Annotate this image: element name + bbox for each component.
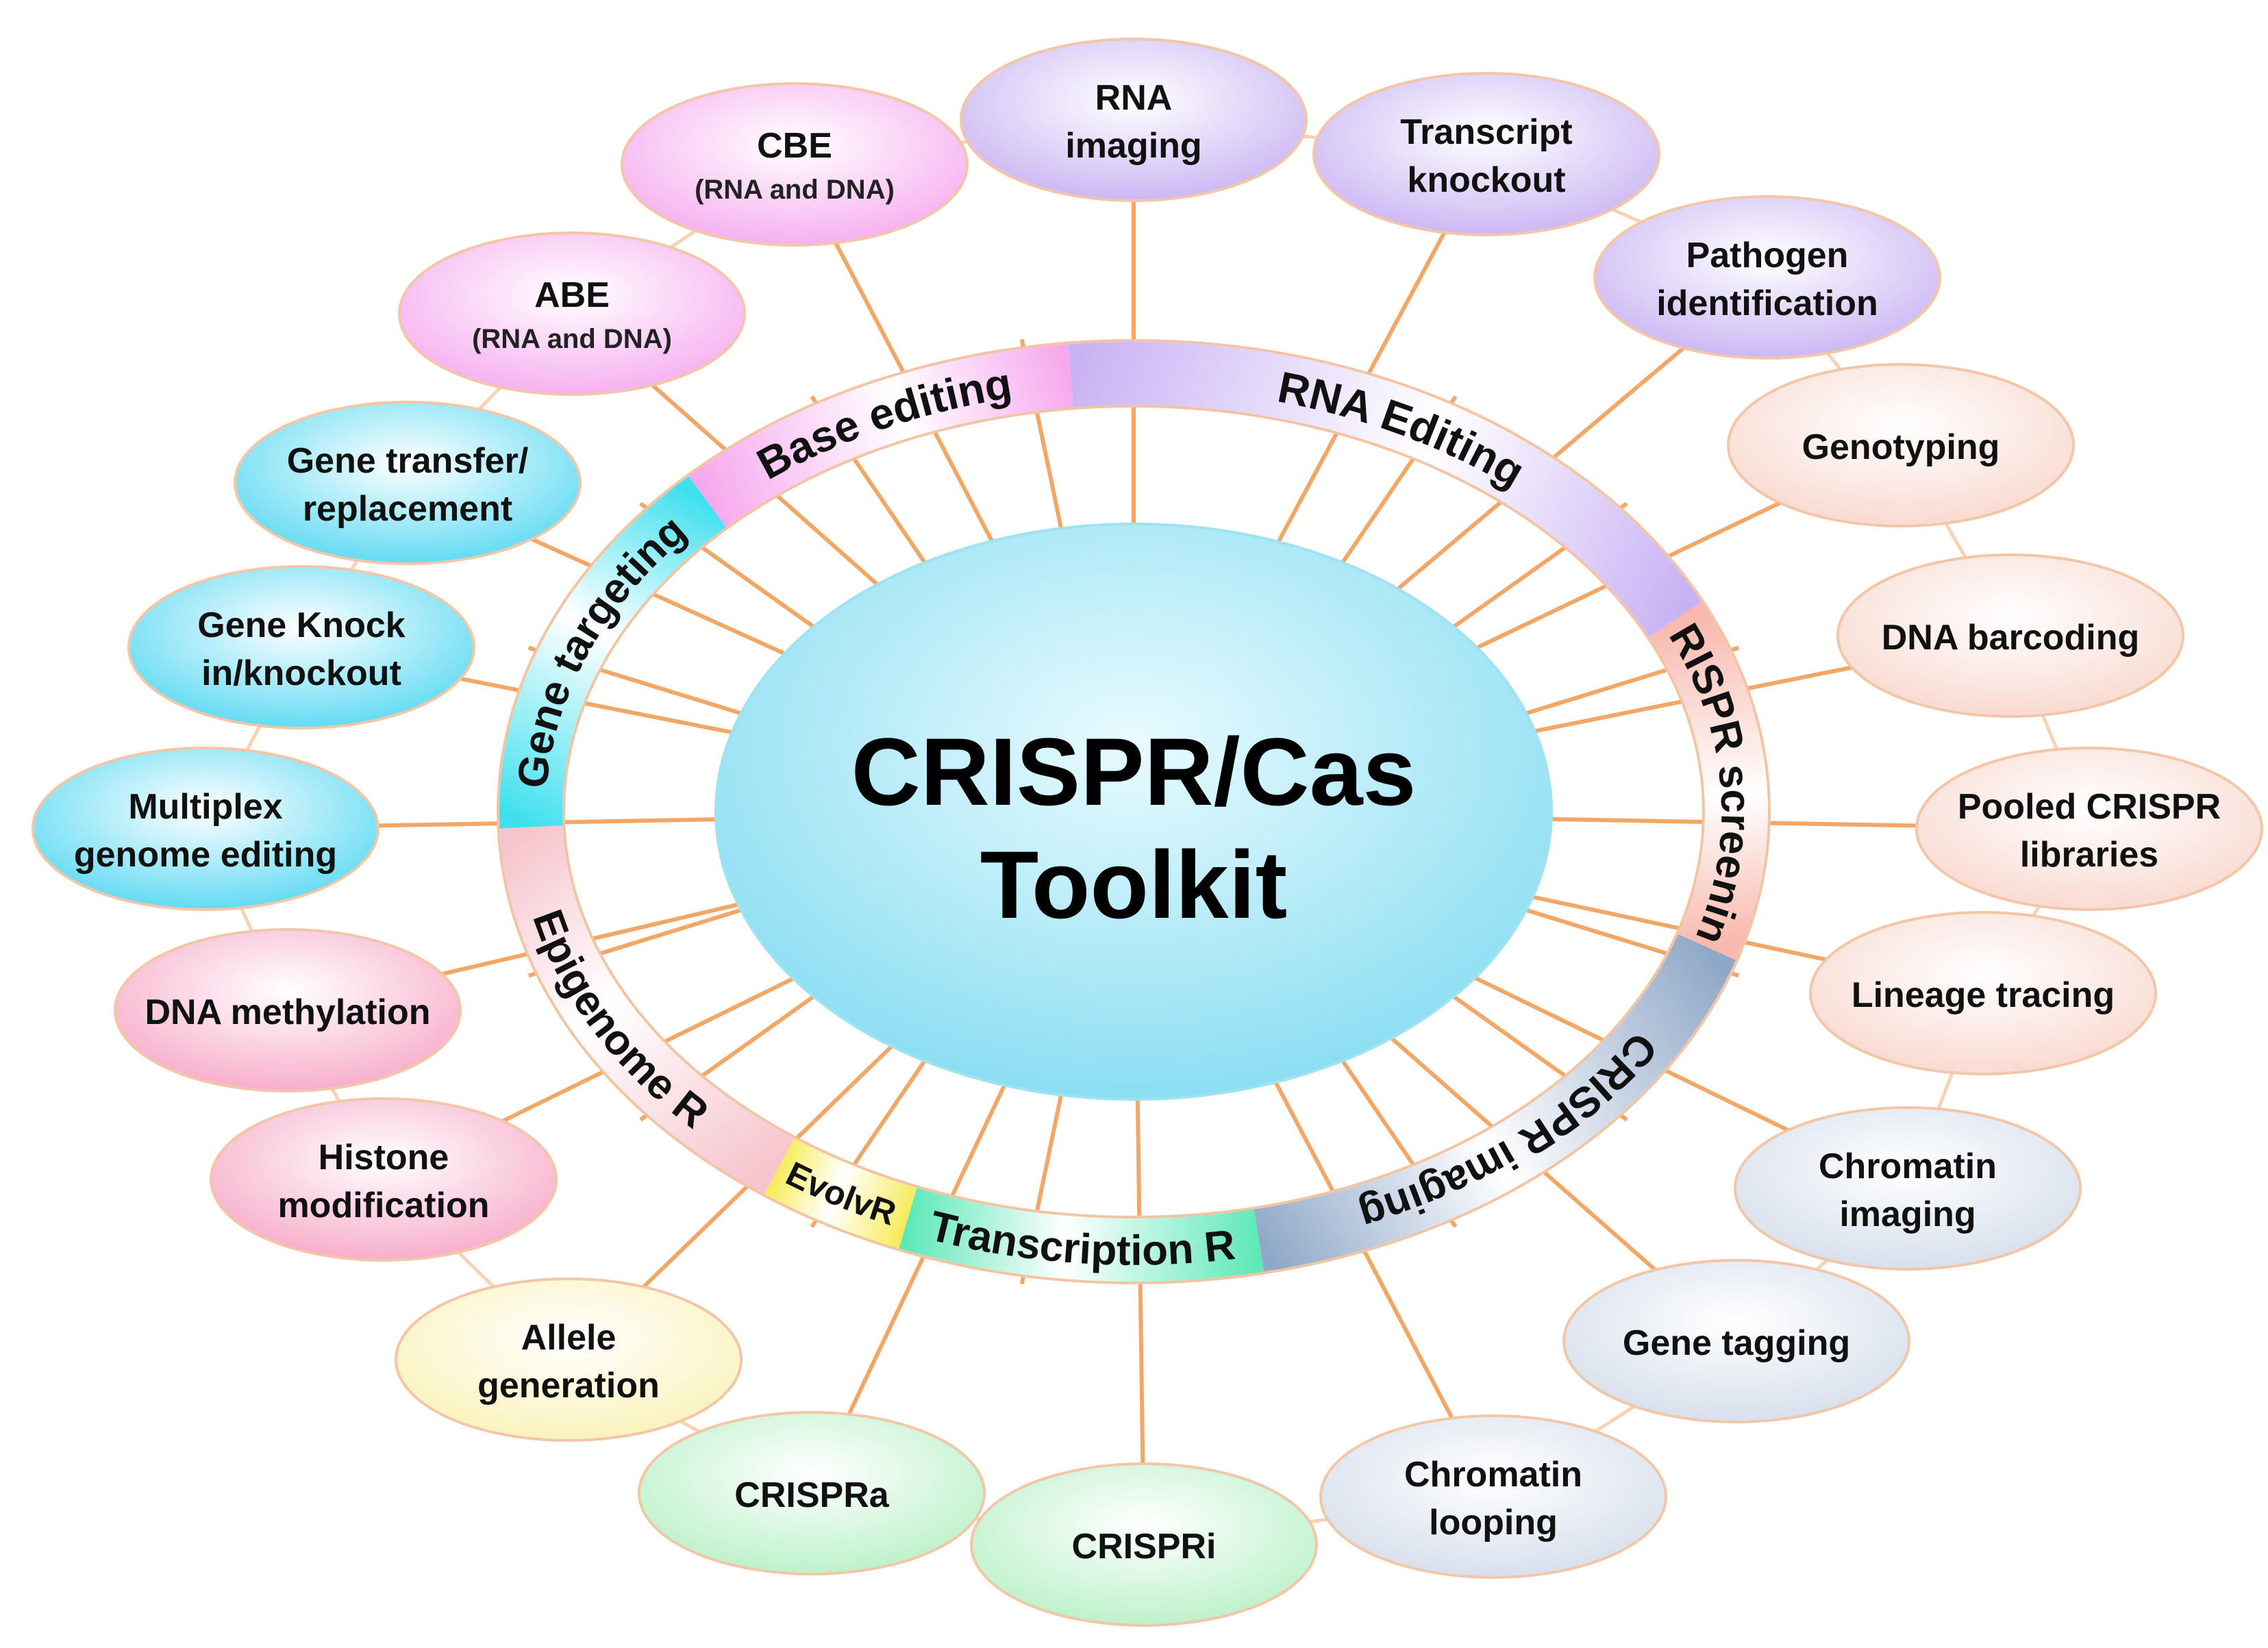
node-ellipse (1809, 911, 2157, 1075)
ring-segment-transcription-r (899, 1188, 1264, 1282)
node-label: libraries (2020, 835, 2158, 875)
node-chromatin-looping: Chromatin looping (1319, 1414, 1667, 1579)
node-label: Histone (319, 1138, 449, 1177)
node-label: in/knockout (201, 653, 401, 693)
node-ellipse (395, 1277, 743, 1442)
node-label: Chromatin (1404, 1455, 1582, 1495)
node-label: CRISPRi (1072, 1527, 1217, 1566)
node-label: Gene transfer/ (287, 441, 529, 481)
node-chromatin-imaging: Chromatin imaging (1734, 1106, 2082, 1271)
node-cbe: CBE (RNA and DNA) (621, 82, 969, 247)
node-label: RNA (1095, 78, 1173, 118)
node-ellipse (114, 928, 462, 1093)
node-ellipse (1727, 363, 2075, 527)
node-ellipse (960, 38, 1308, 202)
node-ellipse (1319, 1414, 1667, 1579)
node-label: Transcript (1400, 112, 1572, 152)
ring-segment-gene-targeting (499, 476, 726, 829)
node-ellipse (1915, 747, 2263, 911)
ring-segment-base-editing (688, 344, 1073, 527)
node-crispri: CRISPRi (970, 1462, 1318, 1627)
node-label: DNA methylation (145, 992, 431, 1032)
node-ellipse (1836, 553, 2184, 718)
node-pooled-crispr-libraries: Pooled CRISPR libraries (1915, 747, 2263, 911)
node-ellipse (127, 565, 475, 729)
node-label: knockout (1407, 160, 1565, 200)
node-dna-barcoding: DNA barcoding (1836, 553, 2184, 718)
node-ellipse (638, 1411, 986, 1575)
node-ellipse (398, 232, 746, 396)
node-label: imaging (1065, 126, 1201, 166)
ring-segment-epigenome-r (499, 825, 795, 1195)
node-label: DNA barcoding (1882, 618, 2140, 658)
node-transcript-knockout: Transcript knockout (1312, 72, 1660, 236)
node-allele-generation: Allele generation (395, 1277, 743, 1442)
ring-segment-crispr-screening (1649, 601, 1768, 960)
node-label: Pathogen (1686, 236, 1849, 275)
node-genotyping: Genotyping (1727, 363, 2075, 527)
node-gene-tagging: Gene tagging (1562, 1259, 1910, 1423)
node-rna-imaging: RNA imaging (960, 38, 1308, 202)
node-gene-knock-in-knockout: Gene Knock in/knockout (127, 565, 475, 729)
node-label: Gene Knock (197, 605, 405, 645)
ring-segment-crispr-imaging (1254, 934, 1736, 1272)
node-label: identification (1656, 284, 1878, 323)
node-ellipse (970, 1462, 1318, 1627)
node-ellipse (234, 401, 582, 565)
node-multiplex-genome-editing: Multiplex genome editing (32, 747, 379, 911)
center-ellipse (714, 523, 1553, 1101)
ring-label-crispr-imaging: CRISPR imaging (1354, 1023, 1666, 1240)
ring-label-epigenome-r: Epigenome R (523, 903, 716, 1137)
node-ellipse (621, 82, 969, 247)
node-ellipse (1312, 72, 1660, 236)
application-nodes: CBE (RNA and DNA) RNA imaging Transcript knoc… (32, 38, 2263, 1627)
node-ellipse (1593, 195, 1941, 360)
node-label: replacement (303, 489, 512, 529)
node-label: ABE (534, 275, 610, 315)
node-label: Pooled CRISPR (1958, 787, 2221, 827)
node-gene-transfer-replacement: Gene transfer/replacement (234, 401, 582, 565)
node-label: generation (477, 1366, 660, 1406)
node-label: Chromatin (1819, 1147, 1997, 1186)
ring-segment-evolvr (764, 1138, 917, 1249)
node-label: modification (277, 1186, 489, 1225)
node-label: Multiplex (128, 787, 282, 827)
node-label: genome editing (74, 835, 337, 875)
node-label: CBE (757, 126, 832, 166)
node-sublabel: (RNA and DNA) (472, 324, 672, 354)
center-title-line: Toolkit (980, 831, 1287, 938)
ring-segment-rna-editing (1068, 342, 1702, 638)
node-ellipse (32, 747, 379, 911)
node-ellipse (1734, 1106, 2082, 1271)
spoke-gene-knock-in-knockout (460, 676, 733, 735)
spoke-gene-transfer-replacement (530, 537, 786, 656)
node-abe: ABE (RNA and DNA) (398, 232, 746, 396)
node-sublabel: (RNA and DNA) (695, 175, 895, 205)
node-label: Lineage tracing (1852, 975, 2115, 1015)
node-label: Allele (521, 1318, 616, 1358)
node-label: CRISPRa (734, 1475, 889, 1515)
node-dna-methylation: DNA methylation (114, 928, 462, 1093)
node-lineage-tracing: Lineage tracing (1809, 911, 2157, 1075)
node-ellipse (210, 1097, 558, 1262)
node-pathogen-identification: Pathogen identification (1593, 195, 1941, 360)
node-histone-modification: Histone modification (210, 1097, 558, 1262)
node-crispra: CRISPRa (638, 1411, 986, 1575)
node-label: Gene tagging (1623, 1323, 1850, 1363)
node-label: Genotyping (1802, 427, 2000, 467)
node-label: looping (1429, 1503, 1558, 1543)
center-title-line: CRISPR/Cas (851, 718, 1417, 825)
node-label: imaging (1839, 1195, 1976, 1234)
node-ellipse (1562, 1259, 1910, 1423)
